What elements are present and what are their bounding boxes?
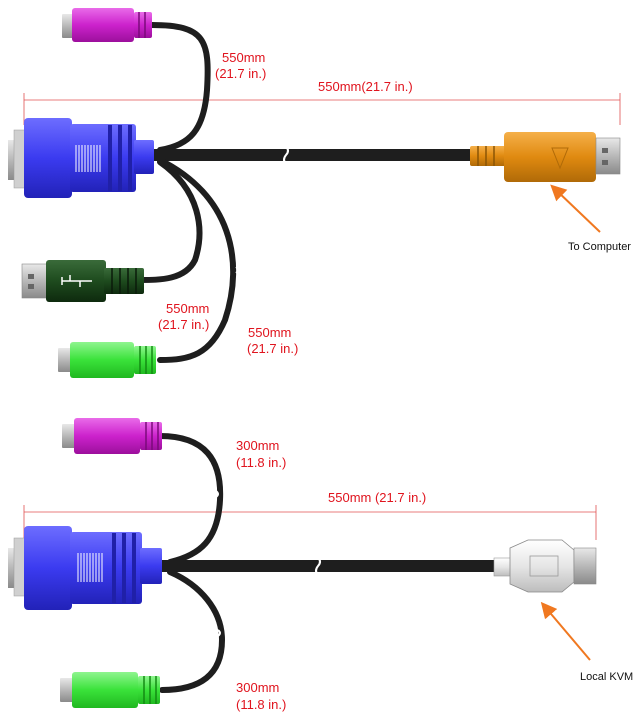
top-green-length-mm: 550mm [248, 325, 291, 340]
local-kvm-label: Local KVM [580, 671, 633, 683]
to-computer-label: To Computer [568, 241, 631, 253]
top-green-ps2-connector [58, 342, 156, 378]
top-usb-a-connector [21, 260, 144, 302]
top-main-dimension-line [23, 93, 621, 125]
bottom-purple-ps2-cable [157, 433, 224, 565]
bottom-green-ps2-cable [159, 569, 226, 693]
top-purple-break-mark [199, 88, 203, 96]
bottom-purple-break-mark [215, 490, 219, 498]
top-usb-length-in: (21.7 in.) [158, 317, 209, 332]
bottom-cable-assembly: 300mm (11.8 in.) 550mm (21.7 in.) 300mm … [8, 418, 633, 712]
bottom-green-length-in: (11.8 in.) [236, 697, 286, 712]
bottom-purple-ps2-connector [62, 418, 162, 454]
bottom-main-break-mark [315, 556, 321, 576]
top-green-ps2-cable [157, 157, 237, 363]
top-green-break-mark [235, 266, 239, 274]
bottom-local-kvm-connector [493, 539, 597, 593]
to-computer-arrow [550, 184, 601, 233]
bottom-main-length: 550mm (21.7 in.) [328, 490, 426, 505]
bottom-vga-connector [8, 526, 162, 610]
top-usb-break-mark [191, 237, 195, 245]
bottom-green-length-mm: 300mm [236, 680, 279, 695]
top-purple-ps2-connector [62, 8, 152, 42]
bottom-green-ps2-connector [60, 672, 160, 708]
top-purple-length-in: (21.7 in.) [215, 66, 266, 81]
bottom-purple-length-in: (11.8 in.) [236, 455, 286, 470]
top-vga-connector [8, 118, 154, 198]
top-usb-length-mm: 550mm [166, 301, 209, 316]
top-purple-length-mm: 550mm [222, 50, 265, 65]
bottom-purple-length-mm: 300mm [236, 438, 279, 453]
top-main-break-mark [283, 145, 289, 165]
local-kvm-arrow [540, 601, 591, 661]
top-orange-usb-connector [470, 132, 621, 182]
top-green-length-in: (21.7 in.) [247, 341, 298, 356]
top-main-length: 550mm(21.7 in.) [318, 79, 413, 94]
top-cable-assembly: 550mm (21.7 in.) 550mm(21.7 in.) 550mm (… [8, 8, 631, 378]
top-usb-cable [137, 159, 203, 283]
top-purple-ps2-cable [149, 22, 211, 153]
bottom-green-break-mark [217, 629, 221, 637]
